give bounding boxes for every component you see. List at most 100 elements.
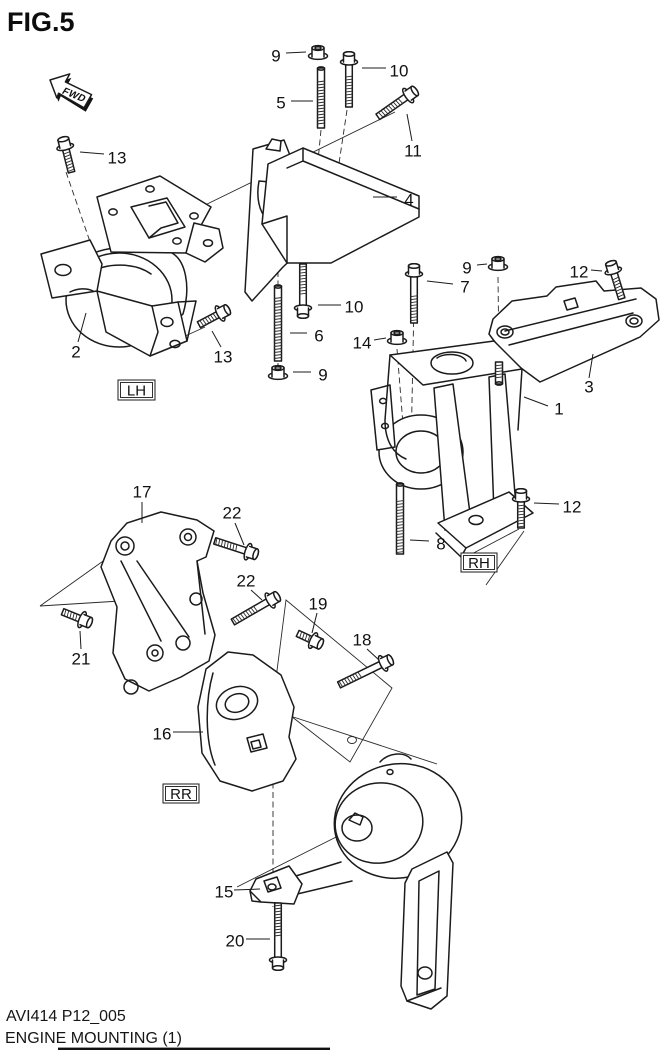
- callout-part-11: 11: [404, 113, 422, 161]
- callout-number: 12: [570, 263, 589, 282]
- nut-9-top-illustration: [307, 44, 329, 61]
- group-label-rh: RH: [460, 552, 498, 573]
- callout-part-12: 12: [533, 498, 582, 517]
- bolt-7-illustration: [404, 262, 424, 324]
- part-16-bracket: [197, 651, 297, 792]
- callout-part-20: 20: [226, 932, 270, 951]
- callout-number: 6: [314, 327, 323, 346]
- fwd-arrow: FWD: [49, 73, 94, 112]
- projection-line: [485, 530, 525, 586]
- part-3-bracket: [488, 280, 660, 383]
- stud-6-illustration: [273, 284, 283, 362]
- nut-14-illustration: [386, 329, 408, 346]
- callout-number: 19: [309, 595, 328, 614]
- callout-part-16: 16: [153, 725, 203, 744]
- projection-line: [182, 326, 206, 338]
- part-4-engine-mounting-bracket: [244, 138, 420, 302]
- callout-number: 17: [133, 483, 152, 502]
- callout-leader-line: [77, 312, 87, 343]
- group-label-rr: RR: [162, 783, 200, 804]
- bolt-12-upper-illustration: [604, 259, 626, 301]
- callout-leader-line: [285, 51, 307, 54]
- bolt-22-upper-illustration: [212, 536, 260, 561]
- stud-part1-top-illustration: [494, 361, 504, 386]
- callout-part-12: 12: [570, 263, 603, 282]
- callout-number: 13: [108, 149, 127, 168]
- callout-leader-line: [79, 630, 82, 650]
- callout-part-7: 7: [426, 278, 470, 297]
- callout-leader-line: [211, 330, 222, 348]
- callout-part-17: 17: [133, 483, 152, 523]
- callout-part-22: 22: [237, 572, 263, 601]
- callout-part-10: 10: [362, 62, 408, 81]
- callout-leader-line: [590, 269, 603, 272]
- callout-leader-line: [234, 522, 245, 546]
- callout-leader-line: [366, 648, 380, 661]
- projection-line: [465, 528, 520, 558]
- callout-number: 9: [318, 366, 327, 385]
- bolt-13-lower-illustration: [196, 303, 232, 329]
- callout-part-8: 8: [409, 535, 446, 554]
- callout-leader-line: [588, 353, 594, 379]
- group-label-box-inner: [165, 786, 197, 801]
- callout-leader-line: [373, 337, 387, 341]
- bolt-18-illustration: [336, 654, 395, 689]
- callout-number: 9: [271, 47, 280, 66]
- mounting-plane-outline: [272, 599, 393, 763]
- bolt-19-illustration: [295, 629, 325, 650]
- callout-leader-line: [476, 263, 488, 266]
- callout-number: 2: [71, 343, 80, 362]
- bolt-20-illustration: [268, 902, 288, 972]
- footer-code: AVI414 P12_005: [6, 1008, 126, 1025]
- callout-part-1: 1: [523, 396, 564, 419]
- group-label-text: RR: [170, 786, 192, 803]
- callout-leader-line: [233, 888, 261, 891]
- nut-9-right-illustration: [487, 255, 509, 272]
- callout-number: 10: [390, 62, 409, 81]
- stud-8-illustration: [395, 482, 405, 555]
- part-15-bracket: [249, 865, 303, 905]
- callout-part-19: 19: [309, 595, 328, 634]
- group-label-box-outer: [117, 379, 156, 401]
- callout-leader-line: [426, 280, 454, 285]
- callout-number: 14: [353, 334, 372, 353]
- group-label-box-inner: [463, 555, 495, 570]
- callout-number: 7: [460, 278, 469, 297]
- bolt-11-illustration: [375, 85, 420, 121]
- callout-number: 11: [404, 142, 422, 161]
- bolt-21-illustration: [60, 607, 94, 629]
- callout-number: 16: [153, 725, 172, 744]
- page-edge-artifact: [58, 1047, 330, 1050]
- callout-number: 22: [223, 504, 242, 523]
- callout-number: 4: [404, 191, 413, 210]
- group-label-box-outer: [162, 783, 200, 804]
- callout-number: 20: [226, 932, 245, 951]
- bolt-10-top-illustration: [339, 50, 359, 108]
- callout-part-13: 13: [211, 330, 233, 367]
- bolt-12-lower-illustration: [511, 487, 531, 529]
- rear-engine-mounting: [269, 753, 463, 1010]
- part-17-bracket: [100, 511, 216, 695]
- callout-number: 15: [215, 883, 234, 902]
- part-2-engine-mounting-lh: [40, 175, 224, 357]
- callout-leader-line: [79, 151, 105, 155]
- callout-number: 5: [276, 94, 285, 113]
- callout-part-5: 5: [276, 94, 313, 113]
- projection-line: [277, 711, 438, 765]
- callout-part-15: 15: [215, 883, 261, 902]
- callout-leader-line: [406, 113, 413, 142]
- callout-part-18: 18: [353, 631, 380, 661]
- callout-part-21: 21: [72, 630, 90, 669]
- callout-number: 13: [214, 348, 233, 367]
- nut-9-middle-illustration: [267, 364, 289, 381]
- callout-number: 9: [462, 259, 471, 278]
- callout-part-22: 22: [223, 504, 245, 546]
- callout-number: 12: [563, 498, 582, 517]
- callout-part-9: 9: [293, 366, 328, 385]
- callout-number: 3: [584, 378, 593, 397]
- callout-part-2: 2: [71, 312, 87, 362]
- figure-title: FIG.5: [7, 7, 75, 37]
- fwd-arrow-body: [49, 73, 93, 109]
